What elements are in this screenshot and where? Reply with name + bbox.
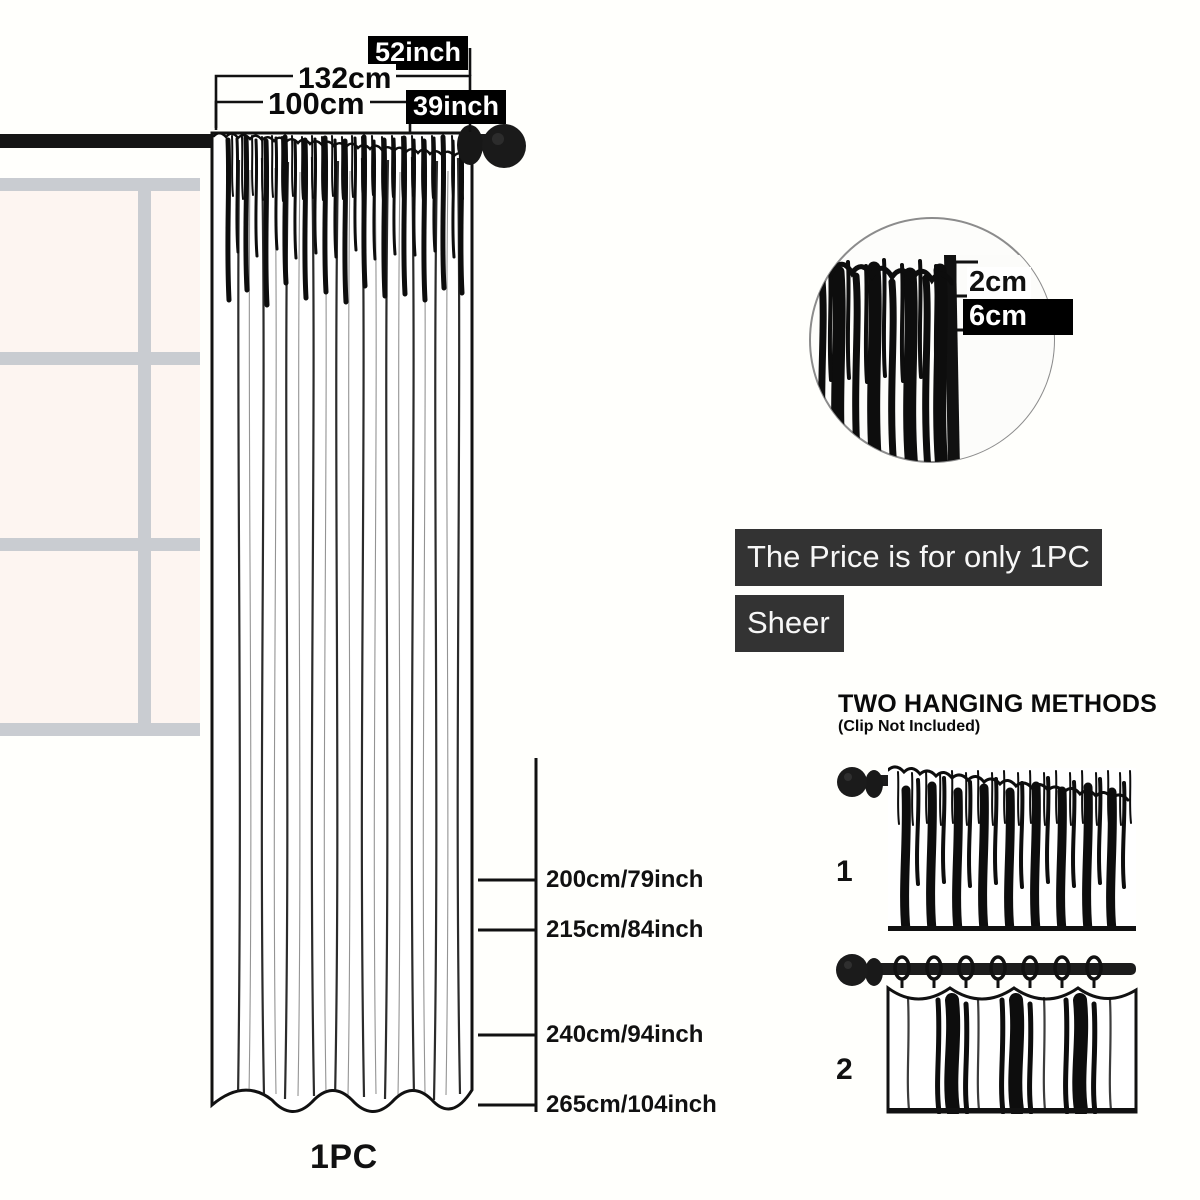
top-hem-measurement-label: 2cm [967, 267, 1032, 299]
length-dimension-scale [478, 758, 538, 1112]
rod-pocket-measurement-label: 6cm [963, 299, 1074, 335]
rod-finial-right [457, 124, 526, 168]
width-inch-inner-label: 39inch [406, 90, 507, 125]
length-option-label: 215cm/84inch [546, 916, 704, 943]
width-inch-outer-label: 52inch [368, 36, 469, 71]
panel-count-label: 1PC [310, 1138, 378, 1176]
hanging-method-1-number: 1 [836, 855, 853, 888]
curtain-panel [210, 131, 474, 1113]
hanging-method-1-illustration [837, 765, 1136, 931]
length-option-label: 265cm/104inch [546, 1091, 717, 1118]
width-cm-inner-label: 100cm [263, 88, 370, 119]
hanging-methods-subtitle: (Clip Not Included) [838, 718, 981, 735]
hanging-method-2-number: 2 [836, 1053, 853, 1086]
hanging-methods-title: TWO HANGING METHODS [838, 690, 1158, 718]
length-option-label: 240cm/94inch [546, 1021, 704, 1048]
hanging-method-2-illustration [836, 954, 1138, 1114]
fabric-type-banner: Sheer [735, 595, 844, 652]
header-detail-callout [809, 217, 1055, 463]
length-option-label: 200cm/79inch [546, 866, 704, 893]
price-note-banner: The Price is for only 1PC [735, 529, 1102, 586]
window-illustration [0, 178, 200, 736]
curtain-rod [0, 134, 222, 148]
